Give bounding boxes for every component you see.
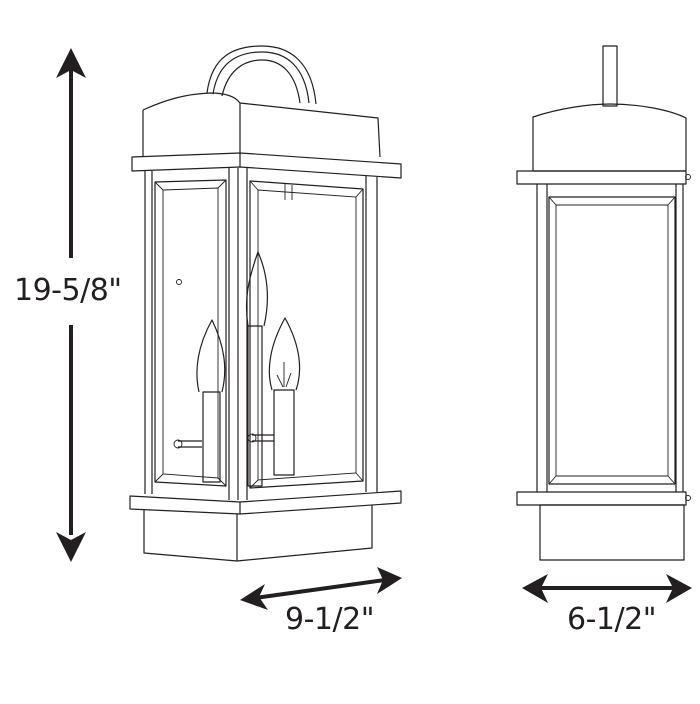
side-base-ledge: [516, 491, 687, 506]
side-top-ledge: [516, 170, 687, 185]
depth-dimension-label: 6-1/2": [567, 602, 657, 637]
top-ledge: [131, 152, 402, 179]
height-dimension-arrow: [56, 48, 86, 562]
side-cap: [532, 103, 687, 172]
lantern-side-view: [516, 45, 691, 561]
width-dimension-label: 9-1/2": [285, 602, 375, 637]
depth-dimension-arrow: [522, 574, 692, 603]
body-frame: [144, 168, 378, 500]
candle-bulbs: [173, 251, 301, 487]
handle-arch: [206, 45, 317, 105]
cap: [142, 92, 381, 158]
width-dimension-arrow: [240, 567, 402, 610]
height-dimension-label: 19-5/8": [14, 273, 122, 308]
mounting-stem: [602, 45, 618, 107]
base: [129, 490, 402, 562]
lantern-perspective-view: [129, 45, 402, 562]
side-base: [539, 504, 685, 561]
side-glass-panel: [548, 196, 676, 485]
